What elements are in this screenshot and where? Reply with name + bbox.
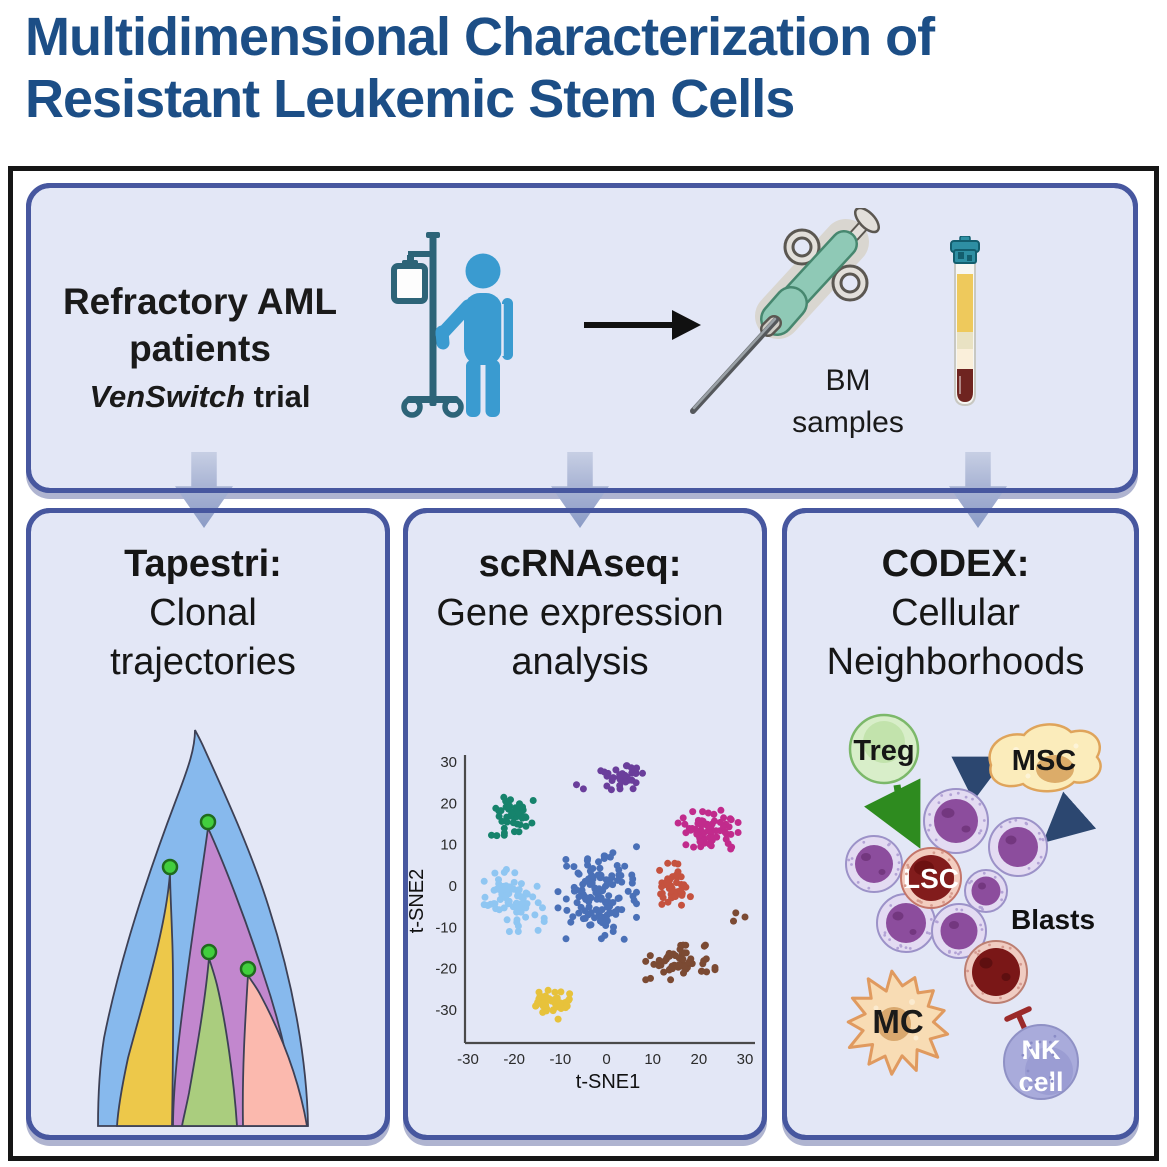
- clonal-fishplot: [97, 729, 309, 1127]
- tapestri-subtitle: Clonal trajectories: [110, 592, 296, 683]
- svg-text:20: 20: [690, 1051, 707, 1068]
- svg-text:0: 0: [602, 1051, 610, 1068]
- trial-name-line: VenSwitch trial: [30, 375, 370, 419]
- svg-text:-30: -30: [435, 1002, 457, 1019]
- heading-line-1: Refractory AML: [62, 281, 338, 322]
- mc-cell: MC: [846, 969, 950, 1076]
- axis-tick-labels: -30 -20 -10 0 10 20 30 -30 -20 -10 0 10 20 30: [435, 754, 753, 1068]
- blast-cell: [988, 817, 1048, 877]
- arrow-right-icon: [584, 310, 701, 340]
- blast-cell: [923, 788, 989, 854]
- svg-text:-20: -20: [503, 1051, 525, 1068]
- fishplot-clones: [97, 729, 309, 1127]
- blood-sample-tube-icon: [950, 236, 980, 407]
- page-title: Multidimensional Characterization of Res…: [25, 6, 1145, 130]
- arrow-treg-to-lsc-icon: [864, 778, 921, 849]
- x-axis-label: t-SNE1: [576, 1071, 640, 1093]
- svg-text:30: 30: [440, 754, 457, 771]
- tapestri-title-bold: Tapestri:: [124, 543, 282, 585]
- mc-label: MC: [872, 1003, 923, 1040]
- scrnaseq-title: scRNAseq: Gene expression analysis: [403, 508, 757, 687]
- scrnaseq-subtitle: Gene expression analysis: [436, 592, 724, 683]
- blast-cell: [845, 835, 903, 893]
- patient-icon: [435, 253, 513, 417]
- codex-title: CODEX: Cellular Neighborhoods: [782, 508, 1129, 687]
- biopsy-needle-icon: [690, 208, 880, 414]
- patients-panel: [26, 183, 1138, 493]
- arrow-msc-to-blasts-icon: [1042, 791, 1097, 843]
- bm-samples-label: BM samples: [762, 360, 934, 444]
- svg-text:0: 0: [449, 878, 457, 895]
- blasts-label: Blasts: [1011, 904, 1095, 935]
- clone-pink: [241, 971, 309, 1127]
- trial-name-italic: VenSwitch: [89, 379, 246, 414]
- blast-cell-cluster: [845, 788, 1048, 959]
- lsc-cell: LSC: [900, 847, 962, 909]
- msc-label: MSC: [1012, 745, 1077, 777]
- cellular-neighborhood-diagram: LSC Treg MSC Blasts: [845, 713, 1102, 1100]
- blast-cell: [931, 903, 987, 959]
- codex-title-bold: CODEX:: [881, 543, 1030, 585]
- blast-cell: [964, 869, 1008, 913]
- svg-text:30: 30: [737, 1051, 754, 1068]
- svg-text:-10: -10: [549, 1051, 571, 1068]
- clone-yellow: [116, 872, 175, 1127]
- title-line-1: Multidimensional Characterization of: [25, 7, 935, 67]
- tsne-cluster-points: [480, 762, 749, 1023]
- svg-text:10: 10: [440, 837, 457, 854]
- leukemic-blast-cell: [964, 940, 1028, 1004]
- bm-label-line-2: samples: [792, 406, 904, 439]
- clone-green: [180, 957, 238, 1127]
- treg-cell: Treg: [848, 713, 920, 785]
- arrow-blasts-to-msc-icon: [951, 756, 1007, 801]
- refractory-aml-heading: Refractory AML patients VenSwitch trial: [30, 278, 370, 419]
- bm-label-line-1: BM: [825, 364, 871, 397]
- heading-line-2: patients: [129, 328, 271, 369]
- svg-text:-20: -20: [435, 961, 457, 978]
- svg-text:-10: -10: [435, 919, 457, 936]
- clone-origin-dots: [161, 813, 257, 978]
- codex-subtitle: Cellular Neighborhoods: [826, 592, 1085, 683]
- codex-panel-content: LSC Treg MSC Blasts: [782, 508, 1129, 1130]
- tapestri-title: Tapestri: Clonal trajectories: [26, 508, 380, 687]
- scrnaseq-title-bold: scRNAseq:: [478, 543, 682, 585]
- nk-label-line-2: cell: [1018, 1067, 1063, 1097]
- nk-cell: NK cell: [1003, 1024, 1079, 1100]
- title-line-2: Resistant Leukemic Stem Cells: [25, 69, 795, 129]
- svg-text:10: 10: [644, 1051, 661, 1068]
- treg-label: Treg: [853, 735, 914, 767]
- trial-suffix: trial: [245, 379, 311, 414]
- svg-text:20: 20: [440, 795, 457, 812]
- tapestri-panel-content: Tapestri: Clonal trajectories: [26, 508, 380, 1130]
- iv-pole-icon: [391, 232, 464, 418]
- lsc-label: LSC: [903, 863, 959, 894]
- nk-label-line-1: NK: [1022, 1035, 1061, 1065]
- patient-with-iv-pole-icon: [391, 232, 513, 418]
- svg-text:-30: -30: [457, 1051, 479, 1068]
- blast-cell: [876, 893, 936, 953]
- msc-cell: MSC: [988, 723, 1102, 793]
- y-axis-label: t-SNE2: [406, 869, 428, 933]
